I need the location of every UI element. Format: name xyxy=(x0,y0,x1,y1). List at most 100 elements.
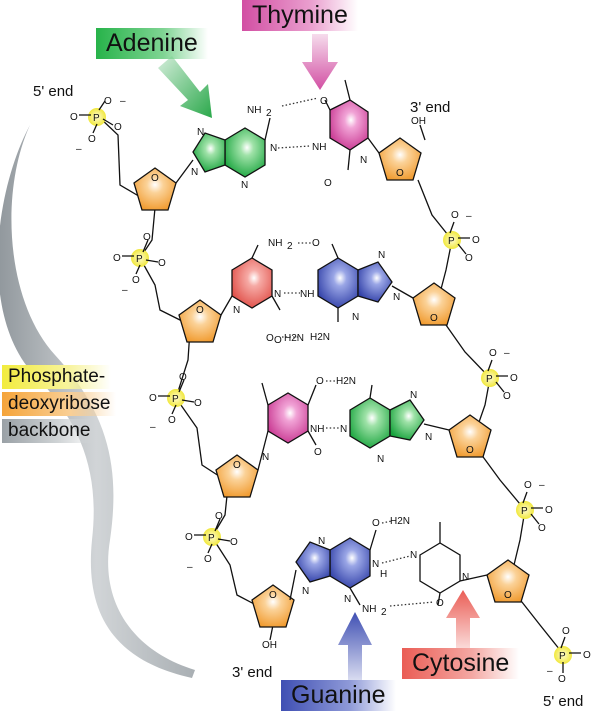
svg-text:P: P xyxy=(136,254,143,265)
guanine-label: Guanine xyxy=(281,680,396,711)
svg-text:O: O xyxy=(233,460,241,471)
svg-text:N: N xyxy=(302,586,309,597)
guanine-base-bottom xyxy=(289,529,377,606)
svg-text:O: O xyxy=(269,590,277,601)
five-prime-end-top: 5' end xyxy=(33,83,73,100)
svg-text:NH: NH xyxy=(300,289,314,300)
svg-text:H2N: H2N xyxy=(336,376,356,387)
svg-text:P: P xyxy=(486,374,493,385)
svg-text:OH: OH xyxy=(262,640,277,651)
svg-text:P: P xyxy=(521,506,528,517)
svg-text:N: N xyxy=(241,180,248,191)
svg-text:O: O xyxy=(114,122,122,133)
svg-text:N: N xyxy=(360,155,367,166)
svg-text:P: P xyxy=(448,236,455,247)
svg-text:O: O xyxy=(314,447,322,458)
svg-text:O: O xyxy=(151,173,159,184)
svg-text:O: O xyxy=(230,537,238,548)
backbone-label-line1: Phosphate- xyxy=(2,365,112,389)
svg-text:O: O xyxy=(472,235,480,246)
svg-text:O: O xyxy=(545,505,553,516)
svg-text:–: – xyxy=(547,666,553,677)
svg-text:O: O xyxy=(312,238,320,249)
svg-text:P: P xyxy=(559,651,566,662)
svg-text:O: O xyxy=(451,210,459,221)
svg-text:N: N xyxy=(393,292,400,303)
thymine-base-top xyxy=(324,79,380,171)
svg-text:–: – xyxy=(539,480,545,491)
svg-text:N: N xyxy=(197,127,204,138)
svg-text:O: O xyxy=(132,275,140,286)
svg-text:H: H xyxy=(380,569,387,580)
svg-text:O: O xyxy=(194,398,202,409)
svg-text:2: 2 xyxy=(266,108,272,119)
backbone-label-line2: deoxyribose xyxy=(2,392,117,416)
svg-text:O: O xyxy=(466,445,474,456)
svg-text:N: N xyxy=(352,312,359,323)
backbone-label-line3: backbone xyxy=(2,419,97,443)
svg-text:2: 2 xyxy=(287,241,293,252)
svg-text:P: P xyxy=(172,394,179,405)
svg-text:–: – xyxy=(122,285,128,296)
three-prime-end-top: 3' end xyxy=(410,99,450,116)
svg-text:H2N: H2N xyxy=(284,333,304,344)
cytosine-arrow xyxy=(446,590,480,650)
svg-text:N: N xyxy=(318,536,325,547)
adenine-base-top xyxy=(175,117,271,184)
svg-text:O: O xyxy=(436,598,444,609)
svg-text:N: N xyxy=(372,559,379,570)
svg-text:NH: NH xyxy=(268,238,282,249)
svg-text:O: O xyxy=(179,372,187,383)
deoxyribose-sugars xyxy=(133,137,530,628)
hydrogen-bonds xyxy=(277,97,435,607)
svg-text:O: O xyxy=(510,373,518,384)
svg-text:N: N xyxy=(410,550,417,561)
svg-text:–: – xyxy=(187,562,193,573)
guanine-arrow xyxy=(338,612,372,680)
backbone-arrow xyxy=(0,125,195,678)
thymine-base-left xyxy=(257,382,317,471)
adenine-arrow xyxy=(158,56,212,118)
svg-text:O: O xyxy=(266,333,274,344)
svg-text:N: N xyxy=(377,454,384,465)
svg-text:O: O xyxy=(274,335,282,346)
svg-text:N: N xyxy=(270,143,277,154)
sugar-atoms: O O O O O O O O OH OH xyxy=(151,116,512,651)
svg-text:O: O xyxy=(504,590,512,601)
svg-text:P: P xyxy=(208,533,215,544)
svg-text:N: N xyxy=(378,250,385,261)
svg-text:2: 2 xyxy=(381,607,387,618)
svg-text:N: N xyxy=(262,452,269,463)
svg-text:–: – xyxy=(504,348,510,359)
svg-text:O: O xyxy=(185,532,193,543)
cytosine-base-left xyxy=(220,244,281,316)
base-atoms: N N N N NH 2 O NH O N NH 2 N O N O NH H2… xyxy=(191,96,469,618)
adenine-label: Adenine xyxy=(96,28,208,59)
svg-text:O: O xyxy=(538,523,546,534)
svg-text:P: P xyxy=(93,113,100,124)
svg-text:O: O xyxy=(562,626,570,637)
svg-text:O: O xyxy=(372,518,380,529)
svg-text:N: N xyxy=(425,432,432,443)
svg-text:N: N xyxy=(340,424,347,435)
svg-text:–: – xyxy=(120,96,126,107)
svg-text:O: O xyxy=(104,96,112,107)
svg-text:O: O xyxy=(465,253,473,264)
svg-text:O: O xyxy=(149,393,157,404)
svg-text:O: O xyxy=(196,305,204,316)
thymine-arrow xyxy=(302,34,338,90)
svg-text:O: O xyxy=(143,232,151,243)
svg-text:O: O xyxy=(158,258,166,269)
svg-text:O: O xyxy=(316,376,324,387)
svg-text:O: O xyxy=(70,112,78,123)
svg-text:O: O xyxy=(204,554,212,565)
svg-text:O: O xyxy=(583,650,591,661)
thymine-label: Thymine xyxy=(242,0,358,31)
svg-text:N: N xyxy=(191,167,198,178)
svg-text:H2N: H2N xyxy=(310,332,330,343)
svg-text:O: O xyxy=(558,674,566,685)
svg-text:O: O xyxy=(503,391,511,402)
five-prime-end-bottom: 5' end xyxy=(543,693,583,710)
svg-text:N: N xyxy=(410,390,417,401)
svg-text:O: O xyxy=(324,178,332,189)
